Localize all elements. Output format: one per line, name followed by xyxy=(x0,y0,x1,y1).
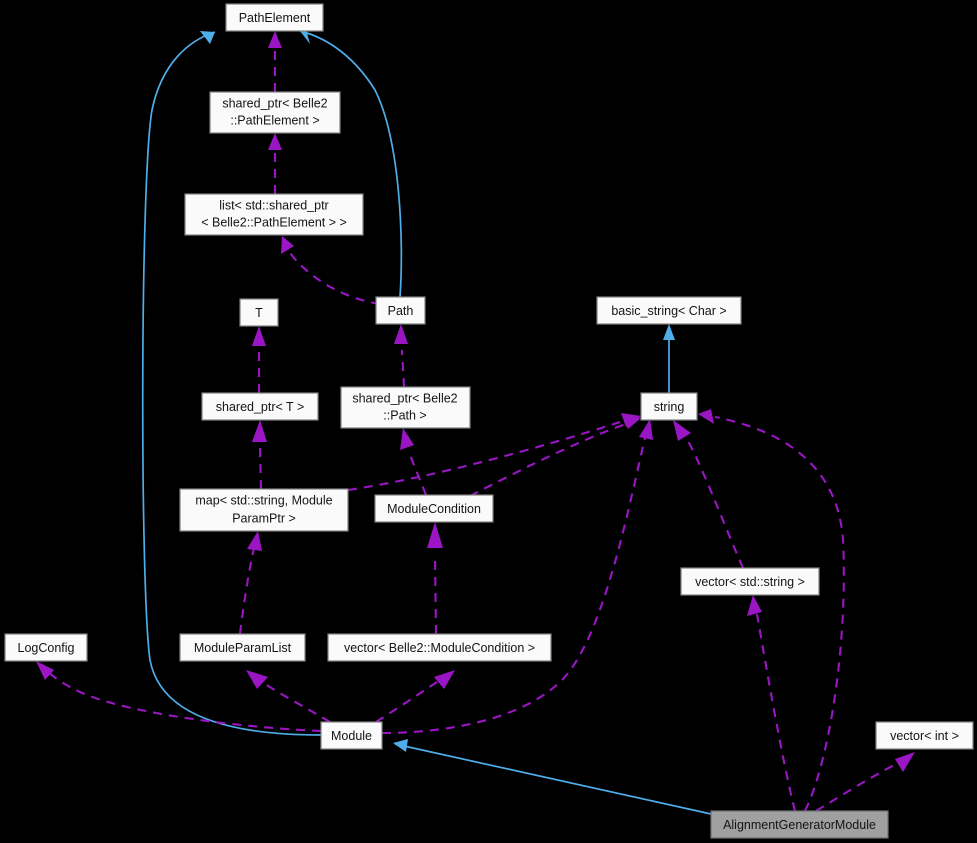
node-basic-string-label: basic_string< Char > xyxy=(611,304,726,318)
node-shared-ptr-pathelement-label-line1: shared_ptr< Belle2 xyxy=(222,96,327,110)
node-layer: PathElement shared_ptr< Belle2 ::PathEle… xyxy=(4,3,974,839)
node-map-label-line1: map< std::string, Module xyxy=(195,493,332,507)
node-vector-int-label: vector< int > xyxy=(890,729,959,743)
node-string-label: string xyxy=(654,400,685,414)
edge-path-to-pathelement xyxy=(299,29,403,298)
node-vector-modulecondition[interactable]: vector< Belle2::ModuleCondition > xyxy=(327,633,552,662)
node-vector-string-label: vector< std::string > xyxy=(695,575,805,589)
edge-moduleparamlist-to-map xyxy=(238,531,262,635)
node-vector-modulecondition-label: vector< Belle2::ModuleCondition > xyxy=(344,641,535,655)
edge-modulecondition-to-string xyxy=(469,415,641,497)
edge-alignmentgeneratormodule-to-module xyxy=(393,739,712,815)
edge-map-to-sharedptr-t xyxy=(252,420,267,490)
edge-alignmentgeneratormodule-to-vectorint xyxy=(815,752,915,812)
edge-sharedptr-path-to-path xyxy=(394,324,408,388)
node-basic-string[interactable]: basic_string< Char > xyxy=(596,296,742,325)
edge-module-to-moduleparamlist xyxy=(246,670,331,723)
node-vector-string[interactable]: vector< std::string > xyxy=(680,567,820,596)
node-t[interactable]: T xyxy=(239,298,279,327)
node-alignmentgeneratormodule[interactable]: AlignmentGeneratorModule xyxy=(710,810,889,839)
edge-alignmentgeneratormodule-to-string xyxy=(698,409,845,812)
edge-modulecondition-to-sharedptr-path xyxy=(400,428,427,496)
node-moduleparamlist-label: ModuleParamList xyxy=(194,641,292,655)
edge-module-to-string xyxy=(381,419,653,735)
edge-list-to-sharedptr-pathelement xyxy=(268,133,282,194)
node-modulecondition[interactable]: ModuleCondition xyxy=(374,494,494,523)
node-path[interactable]: Path xyxy=(375,296,426,325)
edge-alignmentgeneratormodule-to-vectorstring xyxy=(747,595,797,812)
node-shared-ptr-t[interactable]: shared_ptr< T > xyxy=(201,392,319,421)
node-string[interactable]: string xyxy=(640,392,698,421)
node-map-moduleparamptr[interactable]: map< std::string, Module ParamPtr > xyxy=(179,488,349,532)
edge-module-to-vectormodulecondition xyxy=(375,670,455,723)
node-logconfig-label: LogConfig xyxy=(18,641,75,655)
node-shared-ptr-pathelement-label-line2: ::PathElement > xyxy=(230,113,319,127)
node-modulecondition-label: ModuleCondition xyxy=(387,502,481,516)
edge-vectorstring-to-string xyxy=(673,420,744,569)
node-alignmentgeneratormodule-label: AlignmentGeneratorModule xyxy=(723,818,876,832)
node-list-label-line1: list< std::shared_ptr xyxy=(219,198,328,212)
node-logconfig[interactable]: LogConfig xyxy=(4,633,88,662)
node-pathelement[interactable]: PathElement xyxy=(225,3,324,32)
edge-path-to-list xyxy=(281,236,381,306)
edge-module-to-logconfig xyxy=(36,661,322,733)
node-moduleparamlist[interactable]: ModuleParamList xyxy=(179,633,306,662)
edge-sharedptr-t-to-t xyxy=(252,326,266,393)
node-shared-ptr-path-label-line2: ::Path > xyxy=(383,408,426,422)
node-map-label-line2: ParamPtr > xyxy=(232,511,296,525)
edge-layer xyxy=(36,29,915,815)
node-vector-int[interactable]: vector< int > xyxy=(875,721,974,750)
edge-string-to-basic-string xyxy=(663,324,675,393)
node-pathelement-label: PathElement xyxy=(239,11,311,25)
node-module-label: Module xyxy=(331,729,372,743)
node-shared-ptr-path[interactable]: shared_ptr< Belle2 ::Path > xyxy=(340,386,471,429)
edge-sharedptr-pathelement-to-pathelement xyxy=(268,31,282,92)
node-t-label: T xyxy=(255,306,263,320)
edge-vectormodulecondition-to-modulecondition xyxy=(427,522,443,635)
node-module[interactable]: Module xyxy=(320,721,383,750)
node-shared-ptr-path-label-line1: shared_ptr< Belle2 xyxy=(352,391,457,405)
edge-module-to-pathelement xyxy=(141,31,322,736)
node-shared-ptr-t-label: shared_ptr< T > xyxy=(216,400,305,414)
node-list-label-line2: < Belle2::PathElement > > xyxy=(201,215,347,229)
node-shared-ptr-pathelement[interactable]: shared_ptr< Belle2 ::PathElement > xyxy=(209,91,341,134)
node-list-shared-ptr-pathelement[interactable]: list< std::shared_ptr < Belle2::PathElem… xyxy=(184,193,364,236)
node-path-label: Path xyxy=(388,304,414,318)
